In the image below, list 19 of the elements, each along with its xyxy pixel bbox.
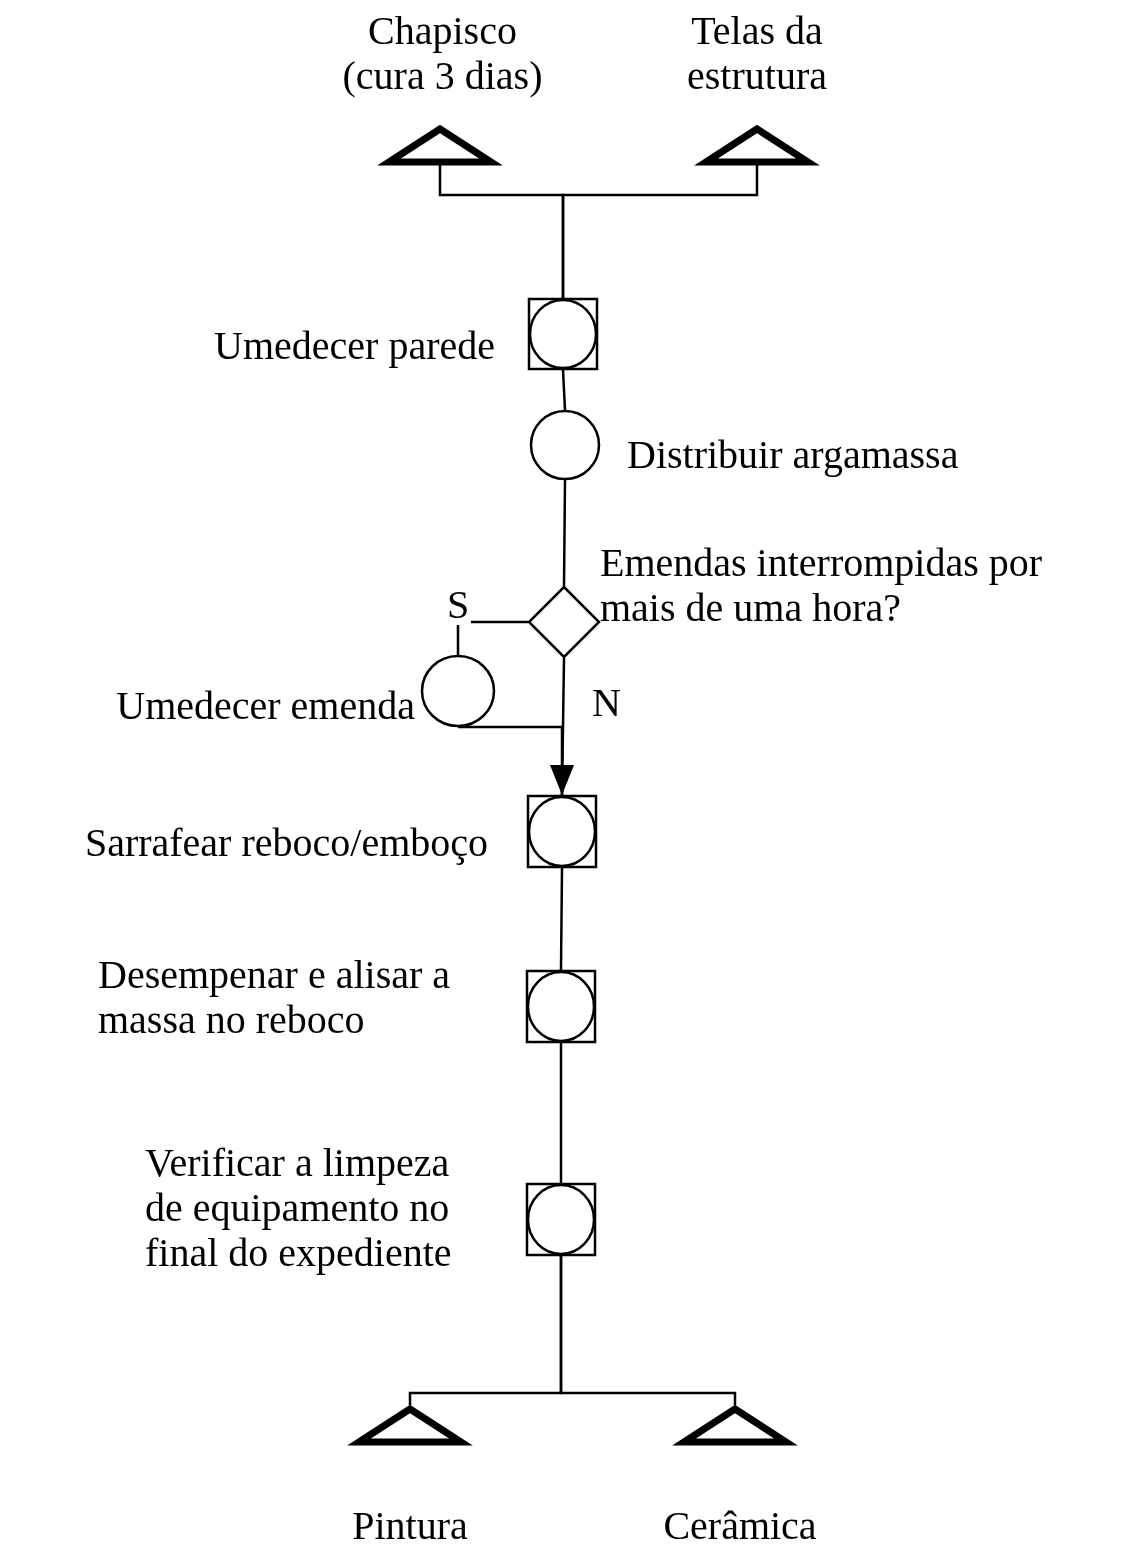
step-label: Cerâmica [662,1503,818,1548]
connector [561,165,759,298]
step-label: Distribuir argamassa [627,432,959,477]
connector [559,1256,737,1405]
step-label: Emendas interrompidas por mais de uma hora? [600,540,1044,630]
connector [559,1043,563,1183]
step-label: Telas da estrutura [686,8,828,98]
step-label: Umedecer emenda [116,683,415,728]
connector [561,369,567,411]
connector [560,658,566,795]
step-label: Sarrafear reboco/emboço [84,820,488,865]
connector [562,480,567,586]
step-label: Pintura [351,1503,469,1548]
step-label: Verificar a limpeza de equipamento no final do expediente [145,1140,453,1275]
step-label: Umedecer parede [214,323,495,368]
connector [456,620,528,655]
step-label: Chapisco (cura 3 dias) [341,8,544,98]
step-label: Desempenar e alisar a massa no reboco [98,952,452,1042]
connector [559,868,564,970]
